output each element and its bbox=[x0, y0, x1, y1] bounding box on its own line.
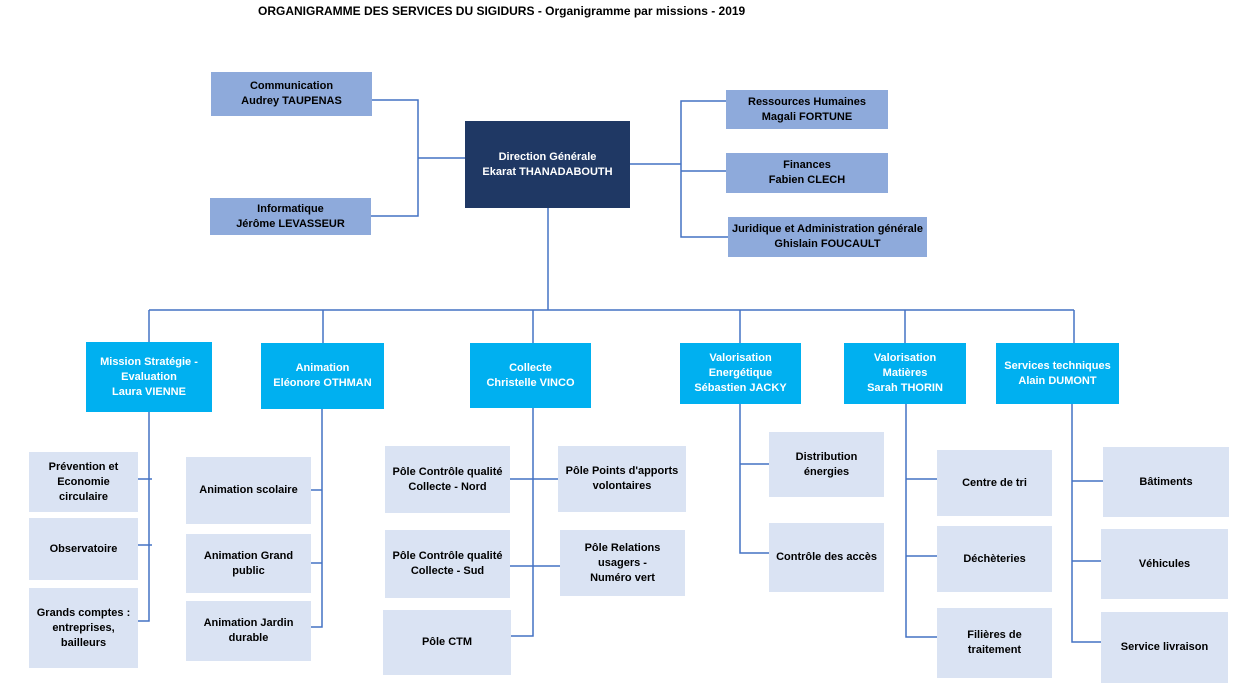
ressources-humaines-name: Magali FORTUNE bbox=[761, 110, 853, 123]
pole-filieres-line1: Filières de bbox=[967, 629, 1022, 641]
pole-animation-jardin-line1: Animation Jardin bbox=[203, 617, 294, 629]
page-title: ORGANIGRAMME DES SERVICES DU SIGIDURS - … bbox=[258, 4, 746, 18]
juridique-label: Juridique et Administration générale bbox=[732, 223, 923, 235]
pole-grands-comptes-box: Grands comptes : entreprises, bailleurs bbox=[29, 588, 138, 668]
pole-controle-sud-line1: Pôle Contrôle qualité bbox=[392, 550, 503, 562]
pole-relations-usagers-box: Pôle Relations usagers - Numéro vert bbox=[560, 530, 685, 596]
pole-points-apports-line2: volontaires bbox=[592, 480, 652, 492]
pole-batiments-label: Bâtiments bbox=[1139, 475, 1193, 488]
mission-collecte-box: Collecte Christelle VINCO bbox=[470, 343, 591, 408]
pole-animation-grand-public-line2: public bbox=[232, 564, 265, 577]
pole-centre-de-tri-label: Centre de tri bbox=[962, 476, 1027, 489]
pole-grands-comptes-line2: entreprises, bbox=[52, 621, 115, 634]
pole-controle-nord-line2: Collecte - Nord bbox=[408, 480, 487, 493]
pole-animation-jardin-line2: durable bbox=[228, 632, 269, 644]
pole-prevention-line2: Economie bbox=[57, 475, 110, 488]
pole-controle-sud-box: Pôle Contrôle qualité Collecte - Sud bbox=[385, 530, 510, 598]
pole-batiments-box: Bâtiments bbox=[1103, 447, 1229, 517]
mission-energie-line1: Valorisation bbox=[709, 352, 772, 364]
pole-distribution-energies-box: Distribution énergies bbox=[769, 432, 884, 497]
finances-box: Finances Fabien CLECH bbox=[726, 153, 888, 193]
communication-label: Communication bbox=[249, 80, 334, 92]
mission-strategie-line2: Evaluation bbox=[121, 370, 177, 383]
pole-ctm-box: Pôle CTM bbox=[383, 610, 511, 675]
pole-animation-scolaire-label: Animation scolaire bbox=[199, 484, 298, 496]
mission-valorisation-matieres-box: Valorisation Matières Sarah THORIN bbox=[844, 343, 966, 404]
pole-points-apports-box: Pôle Points d'apports volontaires bbox=[558, 446, 686, 512]
mission-strategie-box: Mission Stratégie - Evaluation Laura VIE… bbox=[86, 342, 212, 412]
pole-controle-nord-box: Pôle Contrôle qualité Collecte - Nord bbox=[385, 446, 510, 513]
pole-controle-acces-box: Contrôle des accès bbox=[769, 523, 884, 592]
pole-animation-scolaire-box: Animation scolaire bbox=[186, 457, 311, 524]
pole-observatoire-box: Observatoire bbox=[29, 518, 138, 580]
mission-services-techniques-box: Services techniques Alain DUMONT bbox=[996, 343, 1119, 404]
mission-collecte-name: Christelle VINCO bbox=[486, 376, 575, 389]
informatique-name: Jérôme LEVASSEUR bbox=[236, 217, 345, 230]
pole-relations-usagers-line1: Pôle Relations bbox=[584, 541, 661, 554]
pole-distribution-line2: énergies bbox=[803, 465, 850, 478]
pole-observatoire-label: Observatoire bbox=[49, 542, 118, 555]
pole-animation-grand-public-line1: Animation Grand bbox=[203, 549, 294, 562]
finances-label: Finances bbox=[783, 159, 831, 171]
pole-service-livraison-box: Service livraison bbox=[1101, 612, 1228, 683]
mission-matieres-name: Sarah THORIN bbox=[867, 382, 943, 394]
mission-animation-box: Animation Eléonore OTHMAN bbox=[261, 343, 384, 409]
mission-animation-label: Animation bbox=[295, 362, 350, 374]
direction-name: Ekarat THANADABOUTH bbox=[482, 165, 613, 178]
pole-points-apports-line1: Pôle Points d'apports bbox=[565, 465, 679, 477]
mission-techniques-label: Services techniques bbox=[1004, 359, 1111, 372]
pole-filieres-line2: traitement bbox=[967, 644, 1022, 656]
ressources-humaines-label: Ressources Humaines bbox=[748, 95, 866, 108]
pole-relations-usagers-line3: Numéro vert bbox=[590, 571, 655, 584]
communication-box: Communication Audrey TAUPENAS bbox=[211, 72, 372, 116]
pole-filieres-box: Filières de traitement bbox=[937, 608, 1052, 678]
pole-vehicules-label: Véhicules bbox=[1138, 557, 1191, 570]
pole-ctm-label: Pôle CTM bbox=[421, 636, 473, 648]
pole-controle-nord-line1: Pôle Contrôle qualité bbox=[392, 465, 503, 478]
pole-vehicules-box: Véhicules bbox=[1101, 529, 1228, 599]
mission-strategie-name: Laura VIENNE bbox=[112, 385, 186, 398]
pole-grands-comptes-line1: Grands comptes : bbox=[36, 606, 131, 619]
pole-prevention-box: Prévention et Economie circulaire bbox=[29, 452, 138, 512]
mission-animation-name: Eléonore OTHMAN bbox=[273, 377, 372, 389]
direction-label: Direction Générale bbox=[498, 150, 597, 163]
pole-prevention-line1: Prévention et bbox=[48, 460, 119, 473]
ressources-humaines-box: Ressources Humaines Magali FORTUNE bbox=[726, 90, 888, 129]
juridique-name: Ghislain FOUCAULT bbox=[774, 238, 881, 250]
informatique-label: Informatique bbox=[257, 202, 324, 215]
mission-valorisation-energetique-box: Valorisation Energétique Sébastien JACKY bbox=[680, 343, 801, 404]
pole-prevention-line3: circulaire bbox=[59, 490, 108, 503]
mission-energie-name: Sébastien JACKY bbox=[694, 382, 787, 394]
pole-grands-comptes-line3: bailleurs bbox=[60, 636, 107, 649]
mission-energie-line2: Energétique bbox=[708, 367, 773, 379]
mission-techniques-name: Alain DUMONT bbox=[1018, 374, 1097, 387]
mission-matieres-line2: Matières bbox=[882, 367, 928, 379]
communication-name: Audrey TAUPENAS bbox=[241, 95, 342, 107]
pole-animation-grand-public-box: Animation Grand public bbox=[186, 534, 311, 593]
pole-decheteries-label: Déchèteries bbox=[963, 552, 1026, 565]
mission-strategie-line1: Mission Stratégie - bbox=[100, 355, 198, 368]
mission-matieres-line1: Valorisation bbox=[873, 352, 937, 364]
mission-collecte-label: Collecte bbox=[509, 361, 552, 374]
pole-decheteries-box: Déchèteries bbox=[937, 526, 1052, 592]
pole-controle-acces-label: Contrôle des accès bbox=[776, 551, 877, 563]
pole-controle-sud-line2: Collecte - Sud bbox=[410, 565, 485, 577]
juridique-box: Juridique et Administration générale Ghi… bbox=[728, 217, 927, 257]
direction-generale-box: Direction Générale Ekarat THANADABOUTH bbox=[465, 121, 630, 208]
pole-service-livraison-label: Service livraison bbox=[1120, 641, 1209, 653]
pole-distribution-line1: Distribution bbox=[795, 450, 858, 463]
informatique-box: Informatique Jérôme LEVASSEUR bbox=[210, 198, 371, 235]
pole-animation-jardin-box: Animation Jardin durable bbox=[186, 601, 311, 661]
pole-centre-de-tri-box: Centre de tri bbox=[937, 450, 1052, 516]
finances-name: Fabien CLECH bbox=[768, 174, 846, 186]
pole-relations-usagers-line2: usagers - bbox=[598, 556, 647, 569]
